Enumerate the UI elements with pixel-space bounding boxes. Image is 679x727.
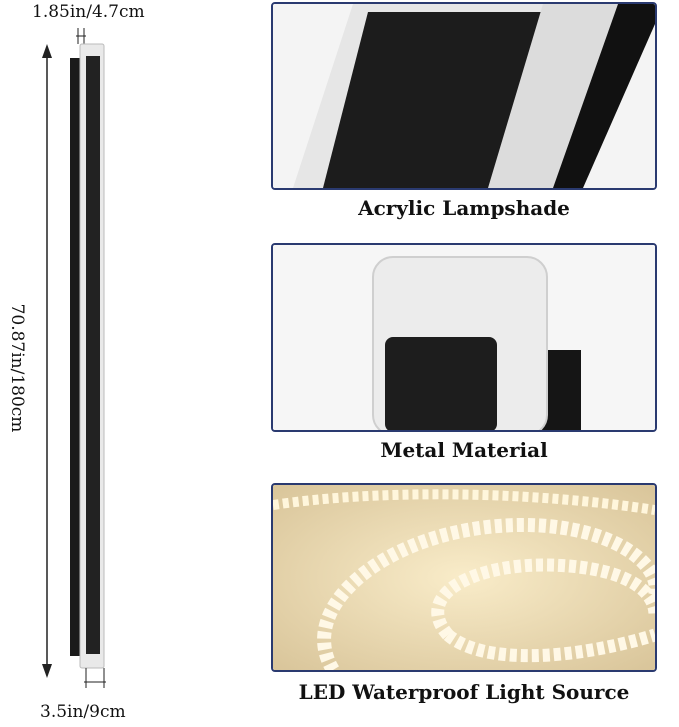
metal-material-image	[273, 245, 655, 430]
depth-dimension-label: 3.5in/9cm	[40, 702, 126, 722]
width-dimension-label: 1.85in/4.7cm	[32, 2, 145, 22]
lamp-back-plate	[70, 58, 82, 656]
acrylic-lampshade-image	[273, 4, 655, 188]
caption-metal-material: Metal Material	[380, 438, 548, 462]
height-arrow-bottom	[42, 664, 52, 678]
led-strip-image	[273, 485, 655, 670]
metal-material-panel	[271, 243, 657, 432]
height-arrow-top	[42, 44, 52, 58]
caption-acrylic-lampshade: Acrylic Lampshade	[358, 196, 570, 220]
lamp-silhouette	[42, 28, 106, 688]
acrylic-lampshade-panel	[271, 2, 657, 190]
caption-led-light-source: LED Waterproof Light Source	[298, 680, 630, 704]
lamp-front-panel	[86, 56, 100, 654]
led-light-source-panel	[271, 483, 657, 672]
